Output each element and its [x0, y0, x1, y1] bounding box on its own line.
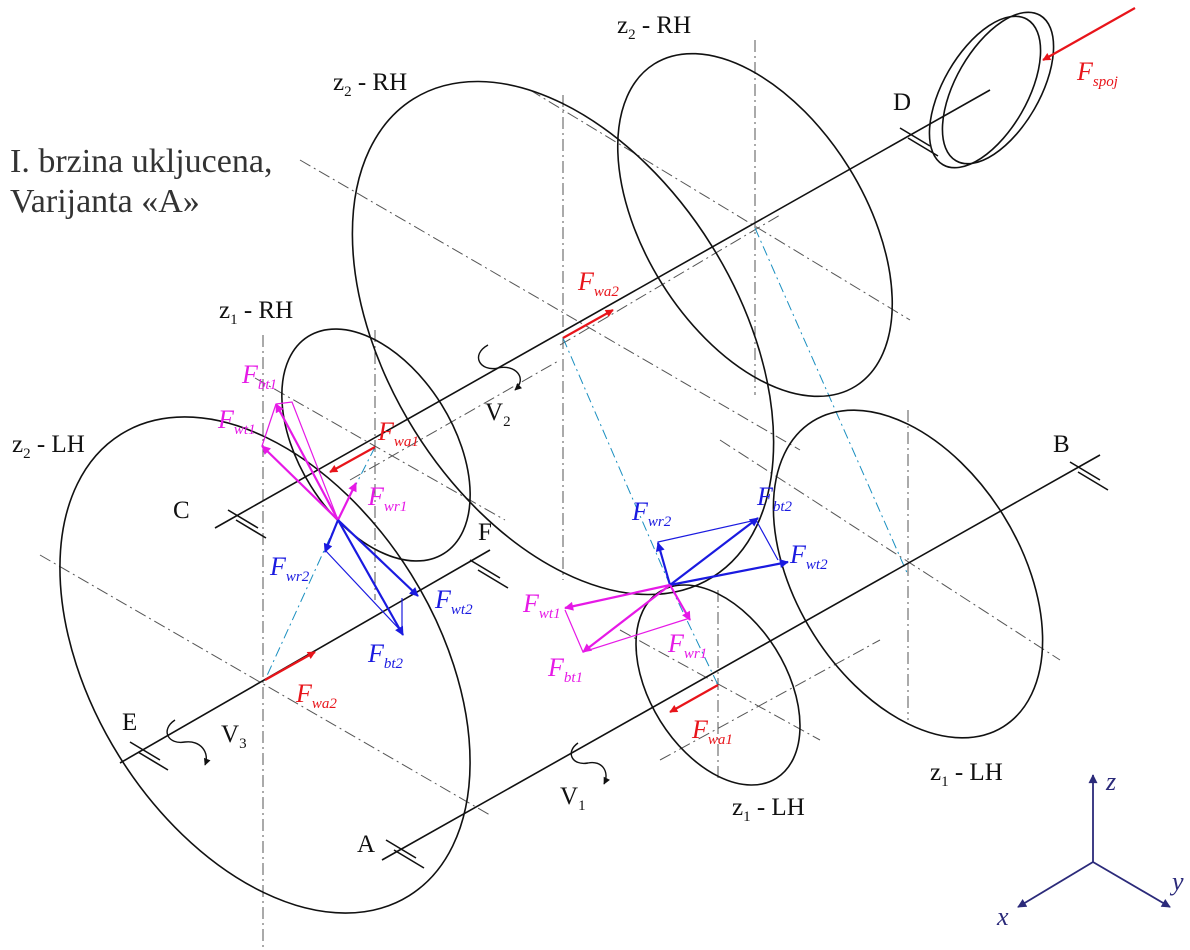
axis-label-z: z [1105, 767, 1116, 796]
force-label-f-wt1-left: Fwt1 [217, 405, 256, 438]
coordinate-axes [1017, 774, 1171, 908]
force-label-f-spoj: Fspoj [1076, 57, 1118, 90]
force-label-f-bt1-left: Fbt1 [241, 360, 277, 393]
gear-label-z1-lh-right: z1 - LH [930, 759, 1003, 790]
bearing-label-b: B [1053, 431, 1070, 458]
force-label-f-wa2-top: Fwa2 [577, 267, 619, 300]
axis-label-x: x [996, 902, 1009, 931]
bearing-label-a: A [357, 831, 375, 858]
force-label-f-wt2-right: Fwt2 [789, 540, 828, 573]
right-mesh-forces [562, 7, 1136, 713]
bearing-label-c: C [173, 497, 190, 524]
force-label-f-bt1-right: Fbt1 [547, 653, 583, 686]
shafts [119, 89, 1101, 861]
construction-lines [264, 227, 909, 686]
bearing-label-e: E [122, 709, 137, 736]
gear-label-z2-rh-middle: z2 - RH [333, 69, 407, 100]
coupling-disc-back [941, 11, 1055, 165]
left-mesh-forces [261, 401, 419, 681]
gear-label-z1-lh-bottom: z1 - LH [732, 794, 805, 825]
force-label-f-wt2-left: Fwt2 [434, 585, 473, 618]
title-line-2: Varijanta «A» [10, 183, 200, 220]
force-label-f-bt2-right: Fbt2 [756, 482, 793, 515]
force-label-f-bt2-left: Fbt2 [367, 639, 404, 672]
gear-z1-rh [281, 328, 471, 562]
coupling-disc-front [928, 15, 1042, 169]
rotation-arrows [166, 344, 610, 785]
force-label-f-wa1-left: Fwa1 [377, 417, 419, 450]
force-label-f-wt1-right: Fwt1 [522, 589, 561, 622]
force-label-f-wr1-left: Fwr1 [367, 482, 407, 515]
force-label-f-wa1-right: Fwa1 [691, 715, 733, 748]
force-label-f-wr2-right: Fwr2 [631, 497, 672, 530]
gear-z2-lh [59, 416, 471, 914]
bearing-label-f: F [478, 519, 492, 546]
bearing-label-d: D [893, 89, 911, 116]
force-label-f-wa2-bottom: Fwa2 [295, 679, 337, 712]
force-label-f-wr2-left: Fwr2 [269, 552, 310, 585]
rotation-arrow-v2 [477, 344, 523, 391]
title-line-1: I. brzina ukljucena, [10, 143, 272, 180]
axis-label-y: y [1169, 867, 1184, 896]
rotation-label-v1: V1 [560, 783, 586, 814]
bearing-marks [129, 127, 1109, 869]
rotation-label-v2: V2 [485, 399, 511, 430]
gear-label-z1-rh: z1 - RH [219, 297, 293, 328]
gear-z1-lh-right [772, 409, 1044, 739]
gear-label-z2-lh: z2 - LH [12, 431, 85, 462]
gear-label-z2-rh-top: z2 - RH [617, 12, 691, 43]
gear-z2-rh-top [616, 52, 894, 398]
rotation-arrow-v3 [166, 719, 211, 766]
rotation-label-v3: V3 [221, 721, 247, 752]
force-label-f-wr1-right: Fwr1 [667, 629, 707, 662]
rotation-arrow-v1 [570, 742, 610, 785]
